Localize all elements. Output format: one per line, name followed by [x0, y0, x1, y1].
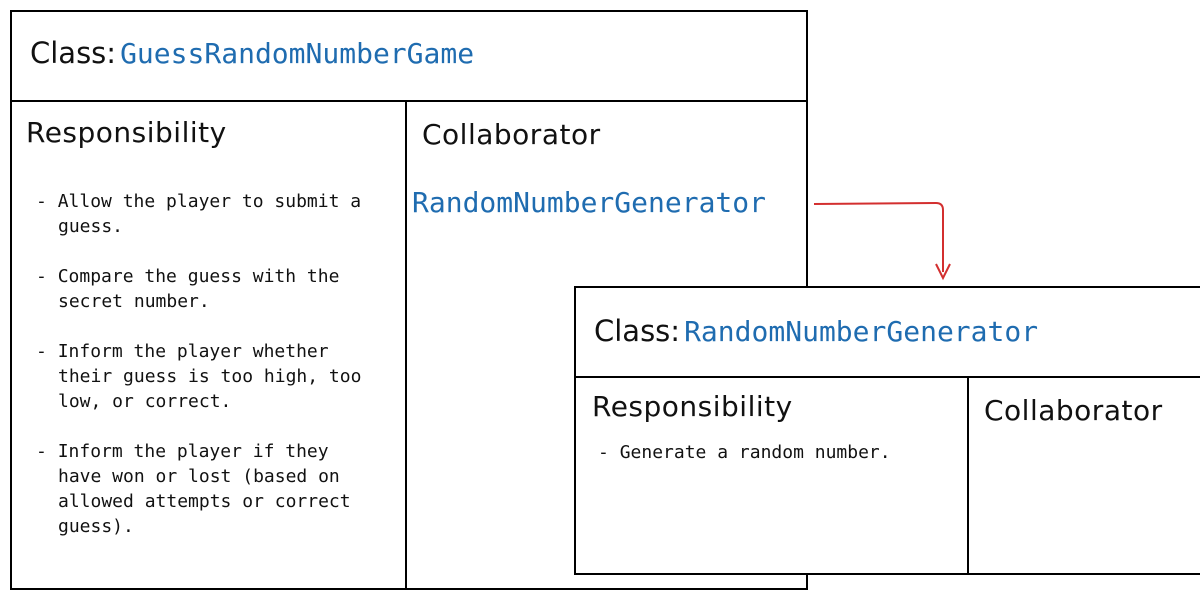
class-name: GuessRandomNumberGame — [120, 37, 475, 70]
responsibility-list: - Generate a random number. — [598, 440, 928, 465]
card-header: Class:RandomNumberGenerator — [576, 288, 1200, 378]
responsibility-heading: Responsibility — [592, 390, 793, 423]
responsibility-list: - Allow the player to submit a guess. - … — [36, 189, 376, 564]
responsibility-item: - Inform the player if they have won or … — [36, 441, 362, 537]
arrow-line — [813, 201, 944, 272]
responsibility-item: - Generate a random number. — [598, 442, 891, 463]
responsibility-item: - Inform the player whether their guess … — [36, 341, 373, 412]
class-name: RandomNumberGenerator — [684, 315, 1039, 348]
class-label: Class: — [30, 36, 117, 70]
responsibility-item: - Allow the player to submit a guess. — [36, 191, 372, 237]
card-header: Class:GuessRandomNumberGame — [12, 12, 806, 102]
column-divider — [405, 100, 407, 588]
responsibility-heading: Responsibility — [26, 116, 227, 149]
crc-card-random-number-generator: Class:RandomNumberGenerator Responsibili… — [574, 286, 1200, 575]
class-label: Class: — [594, 314, 681, 348]
collaborator-heading: Collaborator — [984, 394, 1163, 427]
class-title: Class:RandomNumberGenerator — [594, 314, 1038, 348]
arrow-head — [935, 263, 951, 281]
column-divider — [967, 376, 969, 573]
class-title: Class:GuessRandomNumberGame — [30, 36, 474, 70]
collaborator-heading: Collaborator — [422, 118, 601, 151]
responsibility-item: - Compare the guess with the secret numb… — [36, 266, 351, 312]
collaborator-item: RandomNumberGenerator — [412, 186, 767, 219]
